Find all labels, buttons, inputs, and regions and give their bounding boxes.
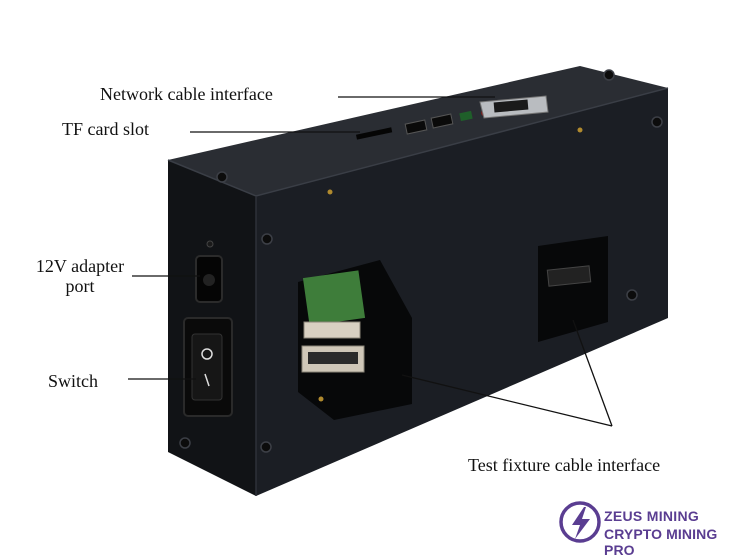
usb-port <box>404 119 428 135</box>
brand-tagline: CRYPTO MINING PRO <box>604 526 718 558</box>
label-tf-card-slot: TF card slot <box>62 119 149 139</box>
leader-lines <box>128 96 613 427</box>
label-adapter-port: 12V adapter port <box>20 256 140 296</box>
lightning-logo-icon <box>559 501 601 543</box>
label-adapter-line2: port <box>65 276 95 296</box>
brand-watermark: ZEUS MINING CRYPTO MINING PRO <box>558 502 744 558</box>
label-switch: Switch <box>48 371 99 391</box>
power-switch-rocker <box>191 333 223 401</box>
fixture-cutout-right <box>538 236 608 342</box>
usb-port-2 <box>430 113 454 129</box>
screw-heads <box>179 69 663 453</box>
tf-card-slot <box>355 127 393 140</box>
pcb-board <box>302 270 366 326</box>
brand-name: ZEUS MINING <box>604 508 700 524</box>
label-network-cable-interface: Network cable interface <box>100 84 273 104</box>
label-adapter-line1: 12V adapter <box>35 256 125 276</box>
label-test-fixture: Test fixture cable interface <box>468 455 661 475</box>
led-indicator <box>459 110 473 122</box>
